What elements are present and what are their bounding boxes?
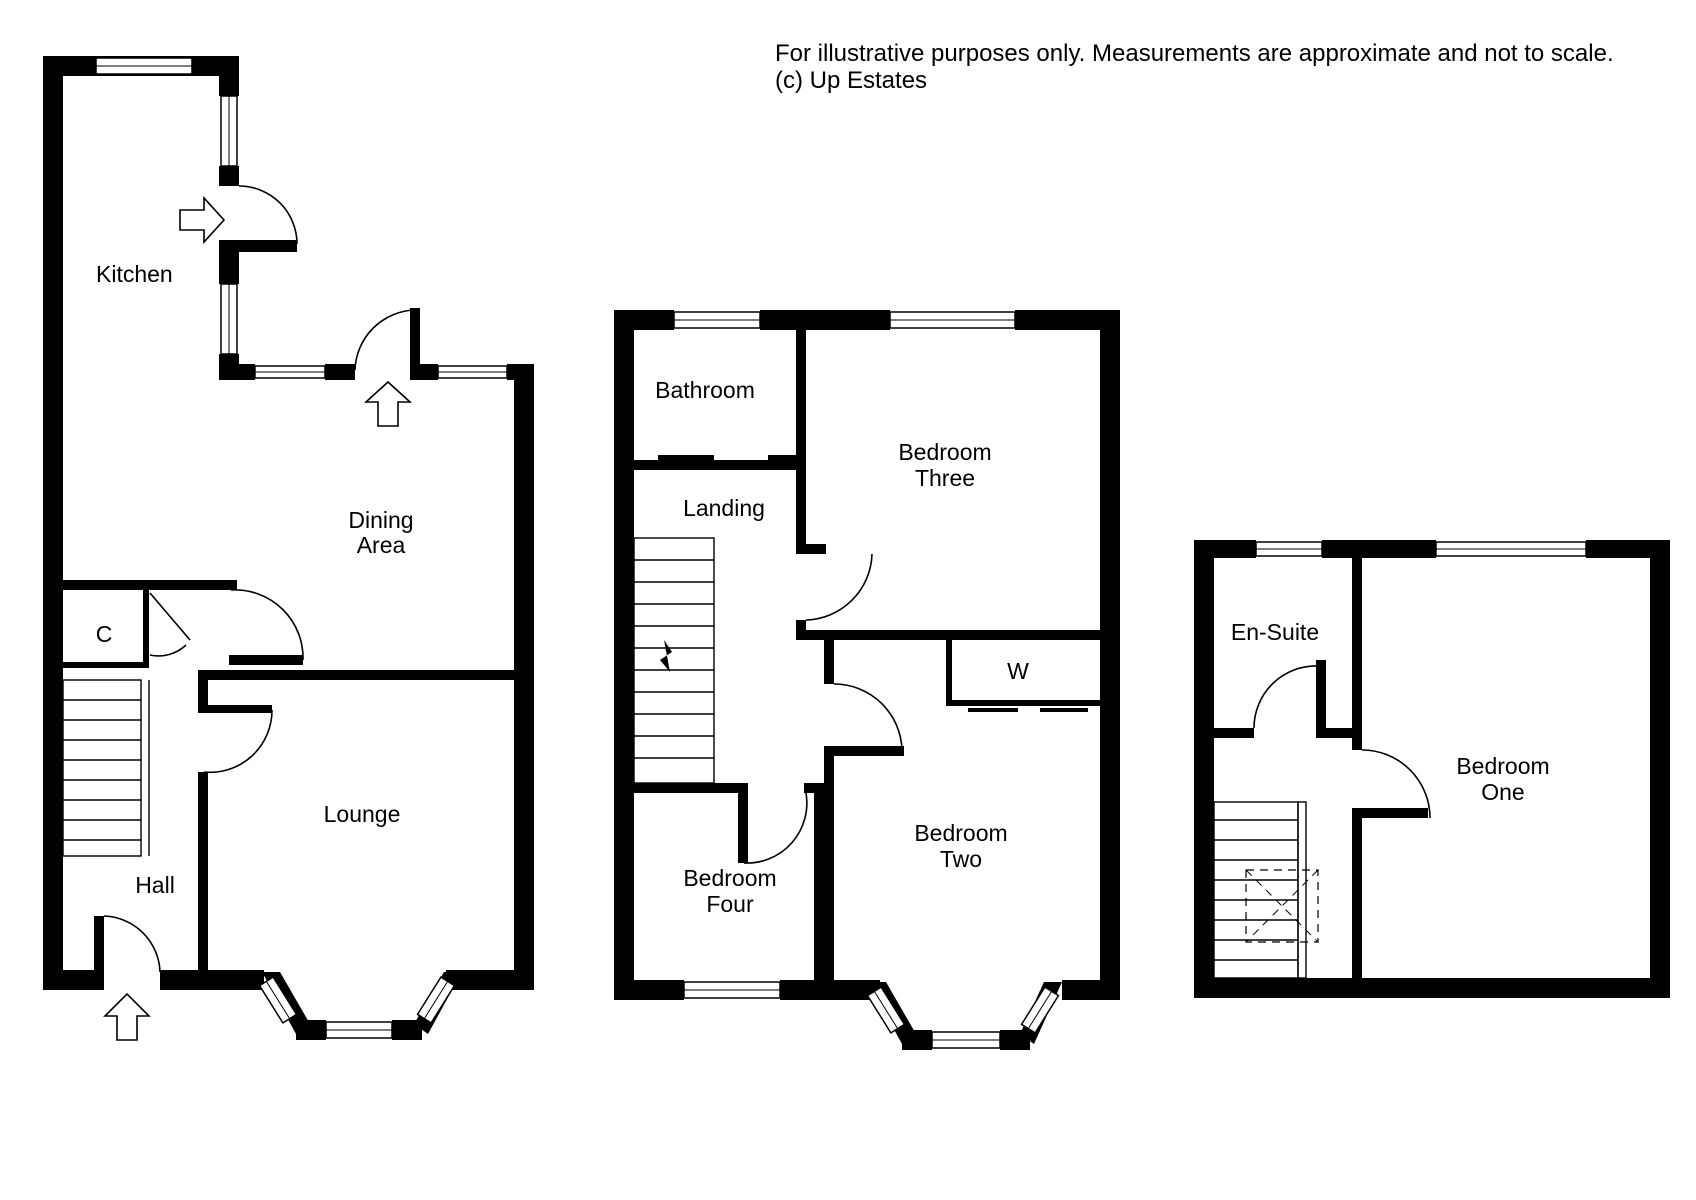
first-floor-inner-walls (634, 330, 1100, 983)
disclaimer-line-2: (c) Up Estates (775, 67, 928, 94)
bedroom-one-window (1435, 541, 1587, 557)
bedroom-one-door (1361, 749, 1431, 819)
second-floor-windows (1255, 541, 1587, 557)
second-floor-inner-walls (1214, 558, 1428, 978)
kitchen-back-door (238, 185, 298, 245)
dining-entrance-arrow (363, 380, 413, 427)
first-floor-doors (743, 553, 903, 864)
room-label-bedroom-two-2: Two (940, 846, 982, 872)
front-entrance-arrow (103, 992, 151, 1041)
lounge-door (203, 709, 273, 774)
room-label-bedroom-one-1: Bedroom (1456, 753, 1549, 779)
kitchen-top-window (95, 57, 193, 75)
room-label-ensuite: En-Suite (1231, 619, 1319, 645)
room-label-wardrobe: W (1007, 658, 1029, 684)
room-label-bedroom-three-1: Bedroom (898, 439, 991, 465)
room-label-bedroom-two-1: Bedroom (914, 820, 1007, 846)
bedroom-four-window (683, 981, 781, 999)
first-floor-stairs (633, 537, 715, 784)
second-floor: En-Suite Bedroom One (1194, 540, 1670, 998)
second-floor-walls (1194, 540, 1670, 998)
dining-hall-door (230, 589, 304, 661)
room-label-kitchen: Kitchen (96, 261, 173, 287)
bedroom-two-bay-right (1020, 986, 1060, 1034)
ensuite-window (1255, 541, 1323, 557)
room-label-bedroom-three-2: Three (915, 465, 975, 491)
patio-door (354, 309, 416, 371)
bedroom-four-door (743, 792, 808, 864)
lounge-bay-window-left (258, 976, 298, 1024)
room-label-bedroom-four-1: Bedroom (683, 865, 776, 891)
dining-window-2 (437, 365, 508, 379)
bathroom-window (673, 311, 761, 329)
disclaimer-line-1: For illustrative purposes only. Measurem… (775, 40, 1614, 67)
cupboard-door (149, 592, 191, 657)
second-floor-doors (1253, 665, 1431, 819)
disclaimer: For illustrative purposes only. Measurem… (775, 40, 1614, 94)
ground-floor-walls (43, 56, 534, 1040)
ground-floor-doors (103, 185, 416, 973)
bedroom-two-bay-centre (931, 1031, 1001, 1049)
velux-skylight (1245, 869, 1319, 943)
lounge-bay-window-centre (325, 1021, 393, 1039)
room-label-bathroom: Bathroom (655, 377, 755, 403)
room-label-dining-1: Dining (348, 507, 413, 533)
kitchen-side-window-2 (220, 283, 238, 355)
bedroom-two-door (833, 683, 903, 751)
room-label-lounge: Lounge (324, 801, 401, 827)
room-label-dining-2: Area (357, 532, 406, 558)
room-label-cupboard: C (96, 621, 113, 647)
ground-floor-stairs (62, 679, 150, 857)
lounge-bay-window-right (416, 976, 456, 1024)
ground-floor: Kitchen Dining Area C Hall Lounge (43, 56, 534, 1041)
room-label-bedroom-four-2: Four (706, 891, 754, 917)
first-floor-windows (673, 311, 1060, 1049)
kitchen-side-window-1 (220, 95, 238, 167)
second-floor-stairs (1213, 801, 1307, 979)
room-label-bedroom-one-2: One (1481, 779, 1524, 805)
bedroom-three-door (805, 553, 873, 621)
ground-floor-windows (95, 57, 508, 1039)
room-label-hall: Hall (135, 872, 175, 898)
room-label-landing: Landing (683, 495, 765, 521)
ensuite-door (1253, 665, 1319, 729)
kitchen-entrance-arrow (179, 195, 226, 245)
dining-window-1 (254, 365, 326, 379)
first-floor-walls (614, 310, 1120, 1050)
bedroom-two-bay-left (866, 986, 906, 1034)
first-floor: Bathroom Landing Bedroom Three W Bedroom… (614, 310, 1120, 1050)
bedroom-three-window (889, 311, 1016, 329)
ground-floor-inner-walls (63, 580, 514, 976)
front-door (103, 915, 161, 973)
